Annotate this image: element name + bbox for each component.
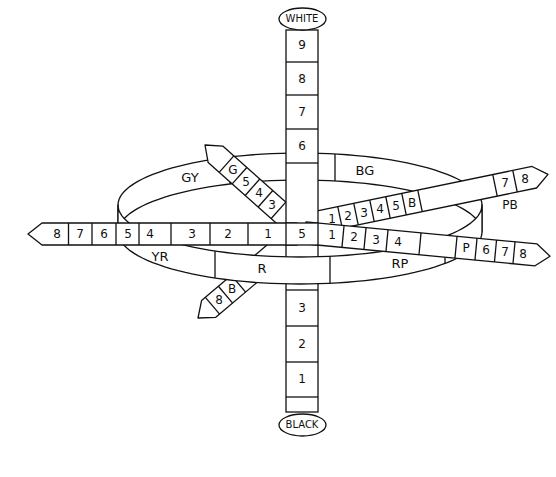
cap-outline [279, 414, 326, 436]
scale-number: 6 [482, 244, 490, 256]
cell-divider [286, 325, 318, 326]
scale-number: 8 [53, 228, 61, 240]
scale-number: 7 [501, 246, 509, 258]
cell-divider [342, 225, 344, 247]
hue-label: YR [152, 250, 169, 263]
scale-number: 7 [298, 106, 306, 118]
cell-divider [68, 223, 69, 245]
cell-divider [364, 228, 366, 250]
cell-divider [115, 223, 116, 245]
cap-label: BLACK [278, 413, 327, 437]
cell-divider [418, 190, 422, 212]
cell-divider [386, 230, 388, 252]
scale-number: 8 [519, 248, 527, 260]
hue-label: B [408, 197, 416, 209]
scale-number: 4 [146, 228, 154, 240]
cell-divider [286, 61, 318, 62]
scale-number: 4 [255, 187, 263, 199]
chroma-arm [304, 222, 550, 266]
hue-divider [214, 251, 215, 278]
scale-number: 3 [268, 199, 276, 211]
cell-divider [170, 223, 171, 245]
chroma-arm [28, 223, 297, 245]
scale-number: 8 [298, 73, 306, 85]
cell-divider [286, 162, 318, 163]
scale-number: 2 [224, 228, 232, 240]
scale-number: 3 [360, 207, 368, 219]
hue-label: G [228, 164, 237, 176]
scale-number: 8 [521, 173, 529, 185]
cell-divider [286, 289, 318, 290]
hue-label: GY [181, 171, 198, 184]
hue-label: P [462, 242, 469, 254]
center-cell [286, 223, 318, 245]
cell-divider [475, 238, 477, 260]
hue-label: R [257, 262, 266, 275]
scale-number: 5 [392, 200, 400, 212]
end-cap: WHITE [278, 7, 327, 31]
cell-divider [494, 240, 496, 262]
scale-number: 6 [298, 140, 306, 152]
cell-divider [286, 128, 318, 129]
scale-number: 2 [298, 338, 306, 350]
cell-divider [286, 361, 318, 362]
scale-number: 1 [264, 228, 272, 240]
value-column [286, 30, 318, 412]
cell-divider [370, 200, 374, 222]
cell-divider [247, 223, 248, 245]
cap-label: WHITE [278, 7, 327, 31]
scale-number: 3 [188, 228, 196, 240]
scale-number: 3 [298, 302, 306, 314]
cell-divider [419, 233, 421, 255]
cell-divider [402, 193, 406, 215]
cell-divider [138, 223, 139, 245]
end-cap: BLACK [278, 413, 327, 437]
cell-divider [455, 236, 457, 258]
scale-number: 3 [372, 234, 380, 246]
scale-number: 1 [298, 373, 306, 385]
cell-divider [386, 197, 390, 219]
hue-divider [329, 256, 330, 283]
scale-number: 1 [328, 229, 336, 241]
hue-divider [334, 154, 335, 181]
scale-number: 2 [344, 210, 352, 222]
cell-divider [513, 242, 515, 264]
hue-label: B [228, 283, 236, 295]
scale-number: 1 [328, 213, 336, 225]
hue-label: BG [356, 164, 375, 177]
hue-label: RP [392, 257, 409, 270]
cap-outline [279, 8, 326, 30]
hue-label: PB [502, 199, 517, 211]
scale-number: 7 [76, 228, 84, 240]
scale-number: 5 [242, 176, 250, 188]
scale-number: 5 [298, 228, 306, 240]
cell-divider [493, 175, 497, 197]
cell-divider [209, 223, 210, 245]
scale-number: 2 [350, 231, 358, 243]
cell-divider [286, 94, 318, 95]
scale-number: 6 [100, 228, 108, 240]
scale-number: 4 [394, 236, 402, 248]
cell-divider [91, 223, 92, 245]
scale-number: 4 [376, 203, 384, 215]
scale-number: 8 [215, 294, 223, 306]
scale-number: 9 [298, 39, 306, 51]
cell-divider [513, 170, 517, 192]
cell-divider [354, 203, 358, 225]
cell-divider [286, 396, 318, 397]
scale-number: 5 [124, 228, 132, 240]
scale-number: 7 [501, 177, 509, 189]
